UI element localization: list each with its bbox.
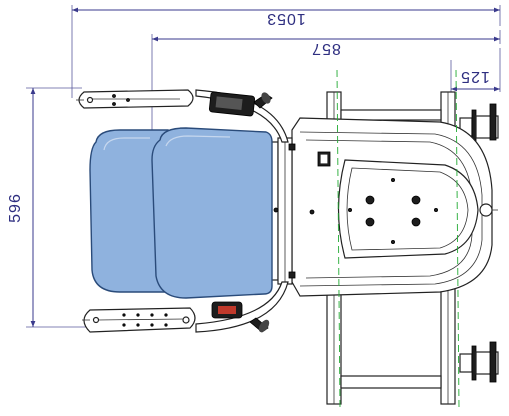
hand-control-top bbox=[208, 91, 273, 117]
dim-text-overall-width: 596 bbox=[7, 193, 24, 223]
dim-text-offset: 125 bbox=[460, 68, 490, 85]
dim-text-overall-length: 1053 bbox=[266, 10, 306, 27]
armrest-bottom bbox=[82, 307, 196, 333]
seat-cushion bbox=[151, 127, 273, 299]
dimension-overall-width bbox=[26, 87, 88, 328]
hinge-assembly bbox=[269, 137, 296, 285]
center-line bbox=[336, 69, 341, 409]
mount-hole bbox=[365, 195, 375, 205]
mount-hole bbox=[365, 217, 375, 227]
center-line bbox=[455, 69, 460, 409]
armrest-top bbox=[76, 89, 194, 109]
back-cushion bbox=[89, 129, 169, 293]
mount-hole bbox=[411, 217, 421, 227]
adjust-knob bbox=[479, 203, 493, 217]
dimension-offset bbox=[450, 48, 501, 92]
seat-frame bbox=[291, 117, 498, 297]
hand-control-bottom bbox=[211, 301, 270, 333]
dim-text-seat-length: 857 bbox=[311, 40, 341, 57]
mount-hole bbox=[411, 195, 421, 205]
dimension-overall-length bbox=[71, 5, 501, 98]
dimension-seat-length bbox=[151, 30, 501, 130]
